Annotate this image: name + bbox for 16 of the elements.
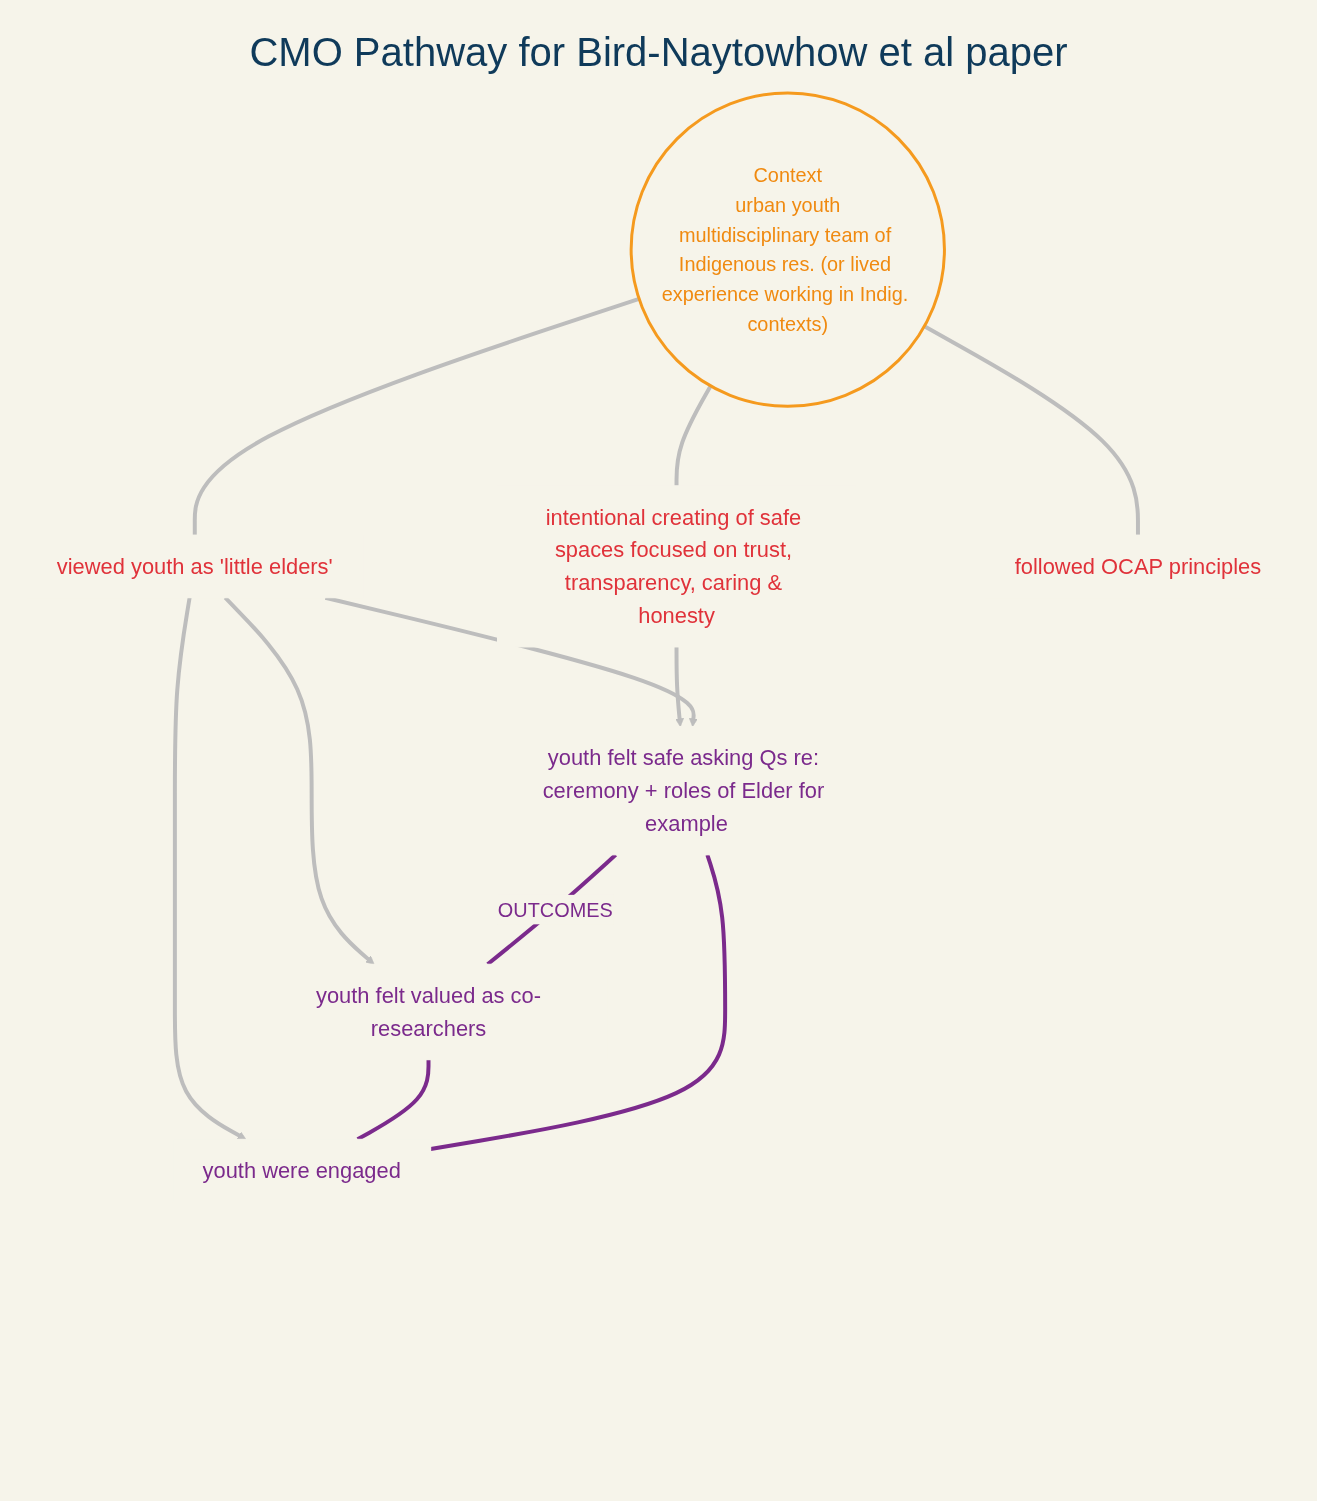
connector [429,854,727,1151]
connector [674,384,712,486]
node-text: viewed youth as 'little elders' [56,553,333,579]
node-text: youth were engaged [202,1158,401,1184]
connector [485,853,617,966]
diagram-title: CMO Pathway for Bird-Naytowhow et al paper [248,29,1069,76]
edge-label: OUTCOMES [497,898,613,921]
arrow [674,646,684,727]
arrow [223,596,374,965]
connector [192,297,640,536]
node-text: youth felt safe asking Qs re: ceremony + roles of Elder for example [542,745,824,836]
node-text: youth felt valued as co-researchers [315,983,541,1041]
node-text: followed OCAP principles [1014,553,1261,579]
arrow [172,597,246,1140]
node-circle: Context urban youth multidisciplinary team of Indigenous res. (or lived experience working in Indig. contexts) [629,91,946,408]
connector [922,324,1140,536]
